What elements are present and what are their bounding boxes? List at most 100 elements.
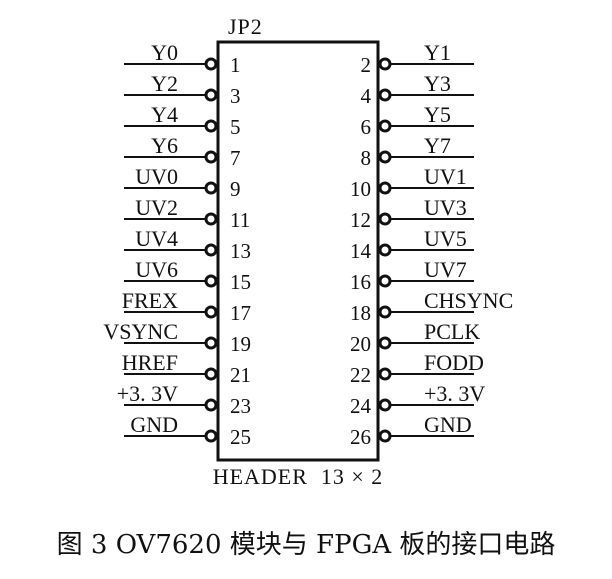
pin-terminal [378,305,392,319]
pin-name: GND [130,412,178,437]
pin-1: Y0 1 [124,40,241,77]
pin-terminal [204,243,218,257]
pin-name: HREF [122,350,178,375]
pin-name: UV3 [424,195,467,220]
pin-number: 18 [350,301,371,325]
pin-8: Y7 8 [361,133,474,170]
pin-terminal [378,150,392,164]
pin-terminal [204,274,218,288]
pin-terminal [204,57,218,71]
pin-25: GND 25 [124,412,251,449]
header-body [216,40,380,462]
pin-name: Y2 [151,71,178,96]
pin-name: Y0 [151,40,178,65]
pin-terminal [204,429,218,443]
pin-21: HREF 21 [122,350,251,387]
pin-2: Y1 2 [361,40,474,77]
pin-terminal [204,88,218,102]
pin-number: 10 [350,177,371,201]
pin-terminal [378,336,392,350]
pin-name: Y7 [424,133,451,158]
pin-name: PCLK [424,319,480,344]
pin-number: 8 [361,146,372,170]
pin-7: Y6 7 [124,133,241,170]
pin-number: 1 [230,53,241,77]
pin-number: 17 [230,301,251,325]
right-pin-column: Y12Y34Y56Y78UV110UV312UV514UV716CHSYNC18… [350,40,513,449]
pin-number: 11 [230,208,250,232]
pin-terminal [204,305,218,319]
pin-number: 9 [230,177,241,201]
pin-name: +3. 3V [117,381,178,406]
pin-terminal [378,57,392,71]
figure-caption: 图 3 OV7620 模块与 FPGA 板的接口电路 [56,530,556,560]
pin-terminal [378,119,392,133]
pin-terminal [378,181,392,195]
pin-name: +3. 3V [424,381,485,406]
pin-name: Y6 [151,133,178,158]
pin-name: UV5 [424,226,467,251]
pin-name: UV6 [135,257,178,282]
pin-number: 26 [350,425,371,449]
pin-name: FODD [424,350,484,375]
pin-number: 19 [230,332,251,356]
pin-10: UV1 10 [350,164,474,201]
pin-number: 6 [361,115,372,139]
pin-number: 14 [350,239,372,263]
pin-number: 20 [350,332,371,356]
pin-26: GND 26 [350,412,474,449]
pin-17: FREX 17 [122,288,251,325]
pin-terminal [204,212,218,226]
pin-terminal [378,212,392,226]
pin-20: PCLK 20 [350,319,480,356]
pin-terminal [204,150,218,164]
pin-terminal [378,88,392,102]
pin-15: UV6 15 [124,257,251,294]
pin-terminal [204,336,218,350]
pin-number: 12 [350,208,371,232]
pin-number: 3 [230,84,241,108]
pin-number: 16 [350,270,371,294]
pin-name: VSYNC [103,319,178,344]
pin-number: 25 [230,425,251,449]
pin-terminal [204,181,218,195]
pin-name: Y4 [151,102,178,127]
pin-name: GND [424,412,472,437]
pin-name: UV0 [135,164,178,189]
component-ref: JP2 [228,14,263,39]
pin-6: Y5 6 [361,102,474,139]
pin-18: CHSYNC 18 [350,288,513,325]
pin-4: Y3 4 [361,71,474,108]
pin-name: Y1 [424,40,451,65]
pin-number: 22 [350,363,371,387]
pin-name: UV4 [135,226,178,251]
pin-number: 21 [230,363,251,387]
pin-12: UV3 12 [350,195,474,232]
pin-name: FREX [122,288,178,313]
pin-19: VSYNC 19 [103,319,251,356]
pin-number: 2 [361,53,372,77]
pin-terminal [204,367,218,381]
pin-name: Y5 [424,102,451,127]
pin-14: UV5 14 [350,226,474,263]
pin-name: UV2 [135,195,178,220]
pin-terminal [378,367,392,381]
pin-name: CHSYNC [424,288,513,313]
pin-name: UV1 [424,164,467,189]
pin-terminal [378,274,392,288]
pin-terminal [204,119,218,133]
pin-terminal [378,398,392,412]
pin-3: Y2 3 [124,71,241,108]
pin-9: UV0 9 [124,164,241,201]
pin-22: FODD 22 [350,350,484,387]
pin-name: Y3 [424,71,451,96]
pin-number: 15 [230,270,251,294]
pin-number: 4 [361,84,372,108]
pin-number: 7 [230,146,241,170]
